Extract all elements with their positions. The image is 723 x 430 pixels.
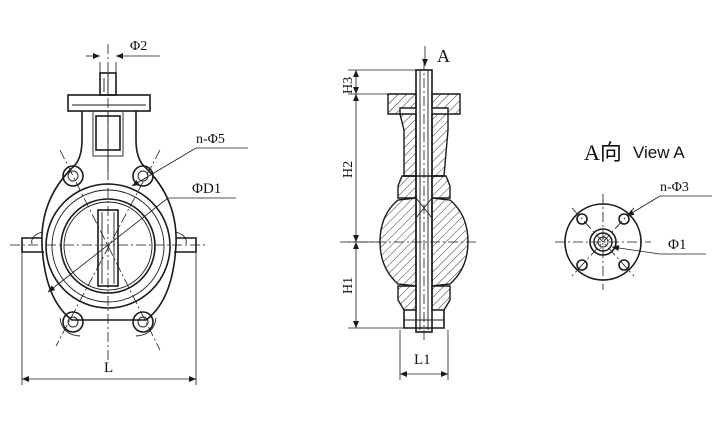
h1-label: H1: [341, 277, 356, 294]
section-view: A: [340, 46, 478, 380]
h2-dimension: H2: [341, 94, 380, 243]
phi-d1-label: ΦD1: [192, 181, 221, 197]
bolt-holes: [576, 213, 630, 271]
n-phi3-label: n-Φ3: [660, 180, 689, 195]
phi2-label: Φ2: [130, 39, 147, 54]
phi-d1-leader: ΦD1: [47, 181, 236, 293]
l-label: L: [104, 360, 113, 376]
l1-label: L1: [414, 352, 431, 368]
h1-dimension: H1: [341, 242, 404, 329]
h3-dimension: H3: [341, 69, 416, 95]
phi1-leader: Φ1: [611, 237, 706, 255]
a-direction-label: A向: [584, 140, 622, 165]
view-a: A向 View A n-Φ3 Φ1: [555, 140, 712, 290]
upper-seat: [397, 175, 451, 199]
lower-seat: [397, 285, 451, 329]
n-phi5-label: n-Φ5: [196, 132, 225, 147]
view-a-label: View A: [633, 143, 685, 162]
l1-dimension: L1: [399, 330, 449, 380]
n-phi3-leader: n-Φ3: [626, 180, 712, 217]
n-phi5-leader: n-Φ5: [131, 132, 248, 187]
front-view: Φ2: [10, 39, 248, 385]
a-label: A: [437, 46, 450, 66]
body-neck: [71, 110, 147, 172]
h3-label: H3: [341, 77, 356, 94]
l-dimension: L: [21, 252, 197, 385]
phi1-label: Φ1: [668, 237, 686, 253]
view-a-arrow: A: [422, 46, 450, 66]
valve-body: [21, 165, 197, 337]
h2-label: H2: [341, 161, 356, 178]
top-flange: [67, 94, 151, 112]
phi2-dimension: Φ2: [86, 39, 160, 73]
